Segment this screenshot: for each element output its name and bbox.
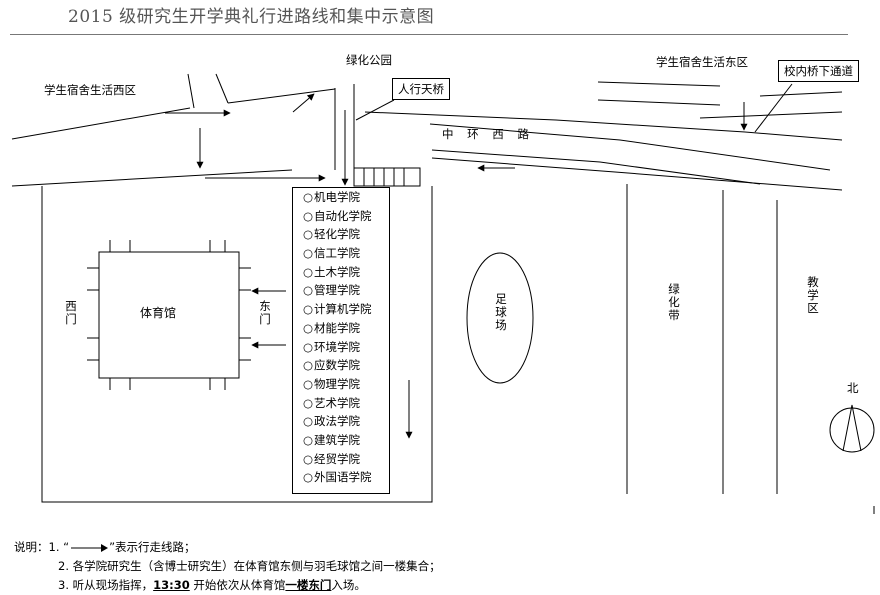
college-item: 管理学院 <box>293 281 389 300</box>
note-2: 2. 各学院研究生（含博士研究生）在体育馆东侧与羽毛球馆之间一楼集合； <box>58 559 441 573</box>
college-item: 应数学院 <box>293 356 389 375</box>
north-label: 北 <box>847 381 859 395</box>
west-gate-label: 西门 <box>65 299 77 326</box>
football-field <box>466 252 534 384</box>
note-3: 3. 听从现场指挥，13:30 开始依次从体育馆一楼东门入场。 <box>58 578 366 592</box>
college-item: 信工学院 <box>293 244 389 263</box>
gym-label: 体育馆 <box>140 306 177 320</box>
college-item: 政法学院 <box>293 412 389 431</box>
road-top-edge-mid <box>227 88 336 104</box>
green-park-label: 绿化公园 <box>346 53 392 67</box>
west-entry-right <box>215 73 229 104</box>
road-label: 中 环 西 路 <box>442 127 534 141</box>
east-dorm-line-2 <box>597 99 721 106</box>
college-item: 计算机学院 <box>293 300 389 319</box>
college-item: 物理学院 <box>293 375 389 394</box>
title-divider <box>10 34 848 35</box>
east-dorm-label: 学生宿舍生活东区 <box>656 55 748 69</box>
college-item: 土木学院 <box>293 263 389 282</box>
compass-circle <box>829 407 875 453</box>
gym-building <box>98 251 240 379</box>
steps <box>353 167 421 187</box>
college-item: 外国语学院 <box>293 468 389 487</box>
note-1: 说明：1. “”表示行走线路； <box>14 540 196 554</box>
football-field-label: 足球场 <box>495 292 507 332</box>
west-entry-left <box>187 73 195 109</box>
road-lane-1 <box>429 123 831 171</box>
west-dorm-label: 学生宿舍生活西区 <box>44 83 136 97</box>
college-item: 材能学院 <box>293 319 389 338</box>
college-item: 建筑学院 <box>293 431 389 450</box>
college-item: 经贸学院 <box>293 450 389 469</box>
footbridge-label: 人行天桥 <box>392 78 450 100</box>
road-top-edge-east <box>364 111 843 141</box>
college-item: 环境学院 <box>293 338 389 357</box>
east-dorm-line-4 <box>699 111 843 119</box>
road-lane-2 <box>431 149 761 185</box>
road-top-edge-west <box>11 107 191 140</box>
road-bottom-edge-east <box>431 157 843 191</box>
road-bottom-edge-west <box>11 169 293 187</box>
east-dorm-line-3 <box>759 91 843 97</box>
route-arrow-park-up <box>292 93 315 113</box>
page-title: 2015 级研究生开学典礼行进路线和集中示意图 <box>68 7 435 27</box>
east-gate-label: 东门 <box>259 299 271 326</box>
campus-boundary <box>41 186 433 503</box>
route-legend-arrow-icon <box>71 543 109 552</box>
underpass-label: 校内桥下通道 <box>778 60 859 82</box>
college-assembly-list: 机电学院 自动化学院 轻化学院 信工学院 土木学院 管理学院 计算机学院 材能学… <box>292 187 390 494</box>
college-item: 艺术学院 <box>293 394 389 413</box>
teaching-area-label: 教学区 <box>807 275 819 315</box>
college-item: 机电学院 <box>293 188 389 207</box>
college-item: 自动化学院 <box>293 207 389 226</box>
compass-needle <box>842 404 862 452</box>
college-item: 轻化学院 <box>293 225 389 244</box>
east-dorm-line-1 <box>597 81 721 87</box>
green-belt-label: 绿化带 <box>668 282 680 322</box>
